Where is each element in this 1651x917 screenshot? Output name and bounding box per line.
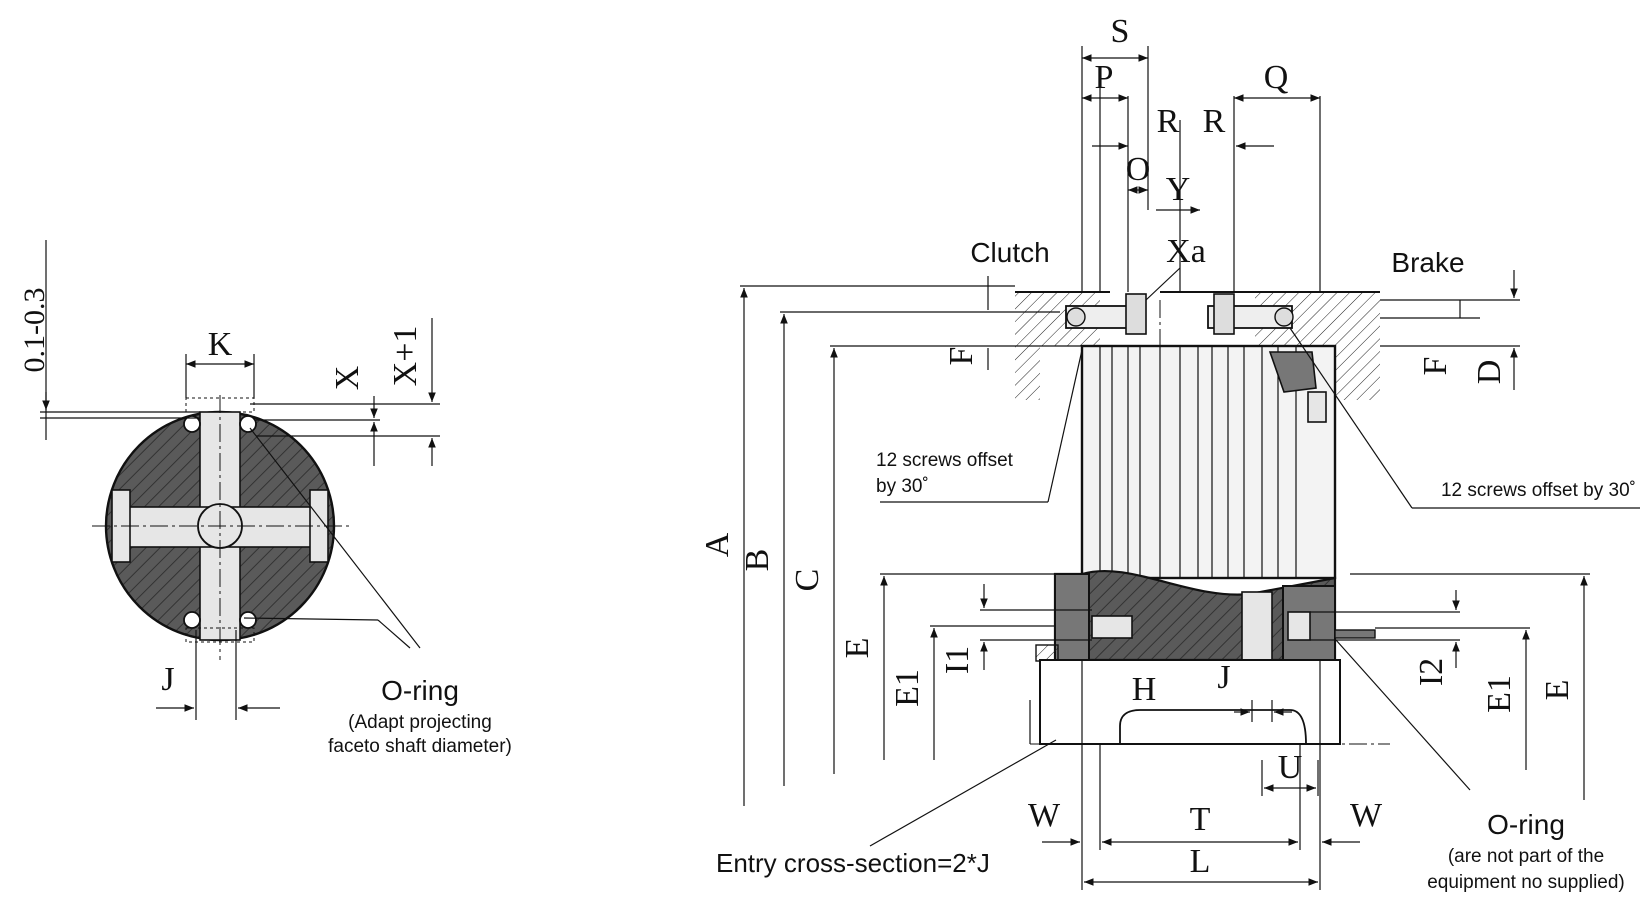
hub-bore-left (1091, 615, 1133, 639)
left-oring-note-2: faceto shaft diameter) (328, 736, 512, 757)
right-oring-note-1: (are not part of the (1448, 846, 1604, 867)
left-view: K 0.1-0.3 X X+1 J O-ring (Adapt projecti… (18, 240, 512, 757)
dim-R-right: R (1203, 103, 1226, 140)
dim-I1: I1 (939, 646, 976, 674)
dim-S: S (1111, 13, 1130, 50)
dim-tolerance: 0.1-0.3 (18, 288, 51, 373)
left-oring-label: O-ring (381, 675, 459, 706)
entry-cross-section-label: Entry cross-section=2*J (716, 848, 990, 878)
right-oring-note-2: equipment no supplied) (1427, 872, 1625, 893)
hub-flange-left (1054, 573, 1090, 661)
dim-J-left: J (161, 661, 174, 698)
dim-Q: Q (1264, 59, 1289, 96)
right-view: S P Q R R O Y Xa Clutch Brake A B C E (699, 13, 1640, 893)
brake-pin (1307, 391, 1327, 423)
oil-channel (1241, 591, 1273, 661)
dim-B: B (739, 549, 776, 572)
dim-E1-left: E1 (889, 669, 926, 707)
screws-note-left-1: 12 screws offset (876, 450, 1014, 471)
dim-W-left: W (1028, 797, 1061, 834)
oring-bottom-right (239, 611, 257, 629)
dim-T: T (1190, 801, 1211, 838)
dim-E-left: E (839, 638, 876, 659)
dim-L: L (1190, 843, 1211, 880)
dim-O: O (1126, 151, 1151, 188)
dim-J-right: J (1217, 659, 1230, 696)
oring-top-left (183, 415, 201, 433)
dim-U: U (1278, 749, 1303, 786)
clutch-label: Clutch (970, 237, 1049, 268)
dim-E-right: E (1539, 680, 1576, 701)
dim-D: D (1471, 360, 1508, 385)
brake-label: Brake (1391, 247, 1464, 278)
oring-bottom-left (183, 611, 201, 629)
dim-K: K (208, 326, 233, 363)
dim-R-left: R (1157, 103, 1180, 140)
dim-A: A (699, 532, 736, 557)
dim-F-left: F (943, 347, 980, 366)
dim-F-right: F (1417, 357, 1454, 376)
dim-W-right: W (1350, 797, 1383, 834)
dim-I2: I2 (1413, 658, 1450, 686)
dim-X: X (329, 366, 366, 391)
brake-wedge (1268, 351, 1317, 393)
shaft (1039, 659, 1341, 745)
dim-H: H (1132, 671, 1157, 708)
keyway (1119, 709, 1307, 745)
dim-P: P (1095, 59, 1114, 96)
dim-Xa: Xa (1166, 233, 1206, 270)
dim-X-plus-1: X+1 (387, 326, 424, 387)
dim-Y: Y (1166, 171, 1191, 208)
dim-E1-right: E1 (1481, 675, 1518, 713)
dim-C: C (789, 569, 826, 592)
hub-bore-right (1287, 611, 1311, 641)
right-oring-label: O-ring (1487, 809, 1565, 840)
screws-note-right: 12 screws offset by 30˚ (1441, 480, 1636, 501)
left-oring-note-1: (Adapt projecting (348, 712, 492, 733)
screws-note-left-2: by 30˚ (876, 476, 929, 497)
oring-top-right (239, 415, 257, 433)
